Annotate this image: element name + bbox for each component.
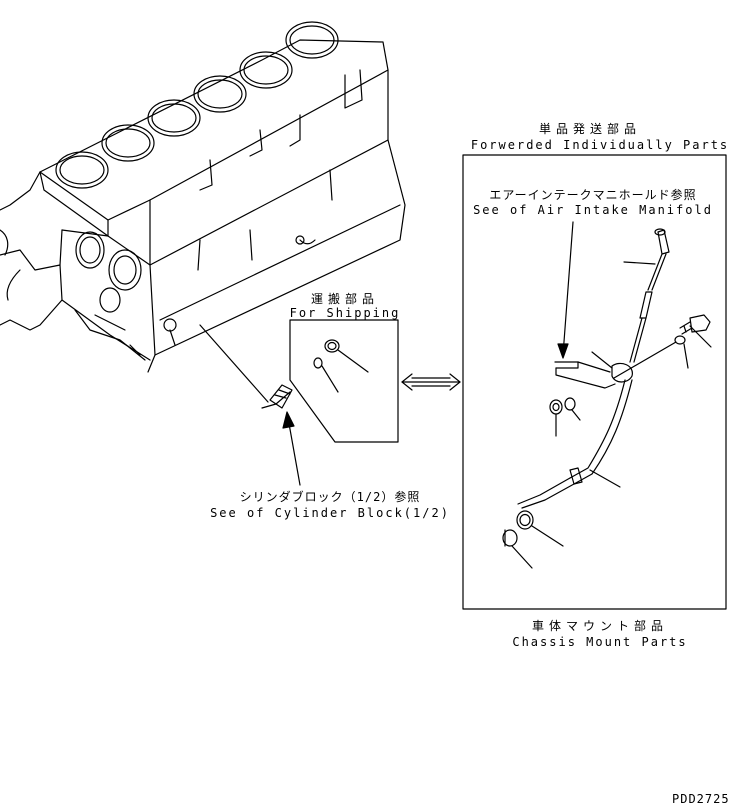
shipping-parts-title-jp: 運搬部品	[310, 292, 380, 306]
reference-arrow	[282, 411, 301, 486]
chassis-parts-title-en: Chassis Mount Parts	[512, 635, 688, 649]
cylinder-reference-en: See of Cylinder Block(1/2)	[210, 506, 450, 520]
forwarded-parts-title-en: Forwerded Individually Parts	[470, 138, 730, 152]
stud	[269, 384, 293, 409]
cylinder-reference-jp: シリンダブロック（1/2）参照	[239, 490, 421, 504]
shipping-parts-box	[289, 319, 399, 443]
double-arrow	[401, 373, 461, 391]
forwarded-parts-title-jp: 単品発送部品	[538, 122, 642, 136]
shipping-parts-title-en: For Shipping	[289, 306, 401, 320]
intake-reference-en: See of Air Intake Manifold	[473, 203, 713, 217]
forwarded-parts-box	[462, 154, 727, 610]
drawing-code: PDD2725	[672, 792, 730, 806]
cylinder-block	[0, 21, 406, 373]
intake-reference-jp: エアーインテークマニホールド参照	[489, 188, 697, 202]
chassis-parts-title-jp: 車体マウント部品	[531, 619, 669, 633]
